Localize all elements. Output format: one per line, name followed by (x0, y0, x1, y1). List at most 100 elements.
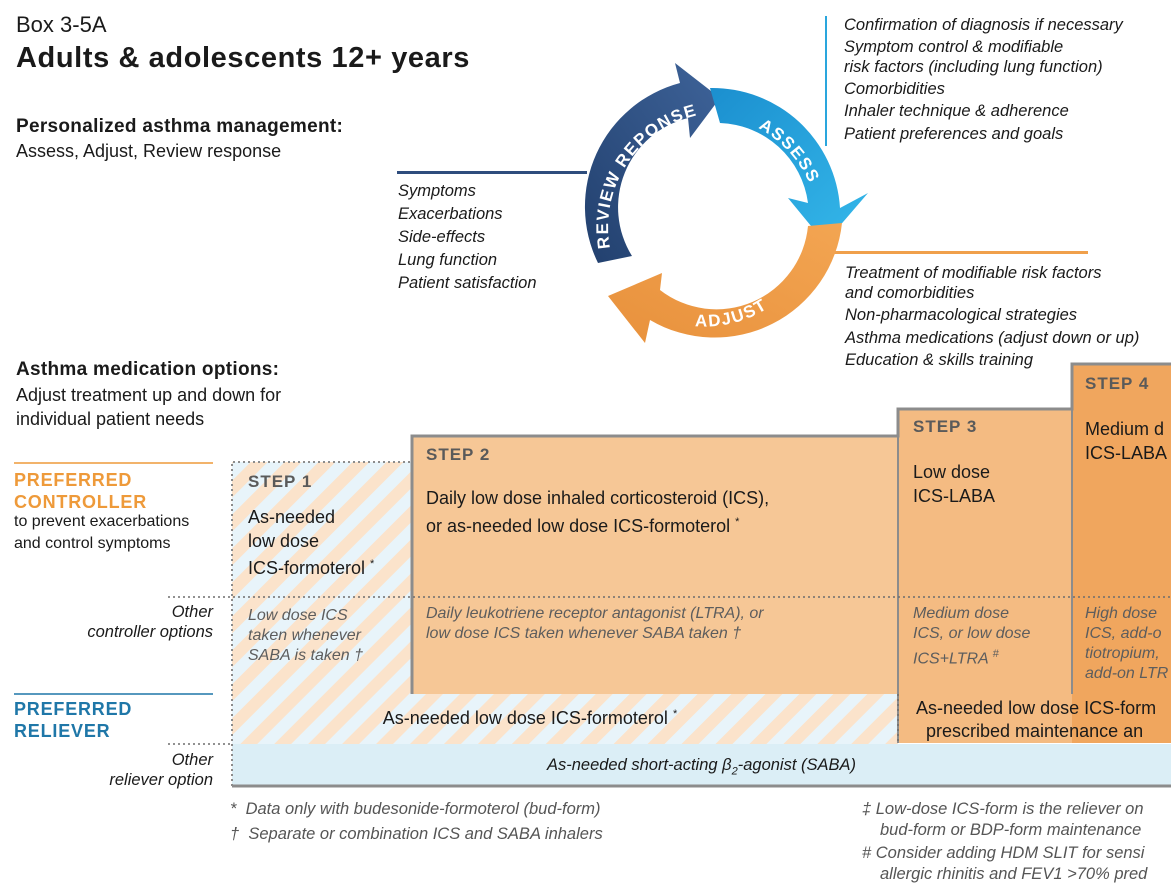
step-3-footnote-mark: # (992, 648, 999, 660)
preferred-controller-word-2: CONTROLLER (14, 492, 147, 512)
step-2-line: or as-needed low dose ICS-formoterol (426, 515, 731, 536)
controller-description: to prevent exacerbations and control sym… (14, 511, 189, 555)
footnotes-right: ‡ Low-dose ICS-form is the reliever on b… (860, 800, 1171, 890)
reliever-steps-3-4: As-needed low dose ICS-form prescribed m… (898, 694, 1171, 744)
saba-text-subscript: 2 (731, 765, 738, 778)
footnote-hash-line-1: # Consider adding HDM SLIT for sensi (862, 844, 1145, 862)
step-2-title: STEP 2 (426, 445, 491, 464)
saba-text-suffix: -agonist (SABA) (737, 756, 857, 774)
other-controller-line-2: controller options (87, 623, 213, 641)
saba-band (232, 744, 1171, 786)
preferred-controller-word-1: PREFERRED (14, 470, 133, 490)
step-2-line: Daily low dose inhaled corticosteroid (I… (426, 488, 770, 508)
management-subtitle: Assess, Adjust, Review response (16, 141, 282, 161)
assess-items: Confirmation of diagnosis if necessary S… (844, 14, 1123, 145)
preferred-reliever-word-2: RELIEVER (14, 721, 111, 741)
step-4-line: Medium d (1085, 419, 1165, 439)
review-item: Patient satisfaction (398, 274, 537, 292)
step-3-other-line: Medium dose (913, 605, 1010, 622)
review-item: Side-effects (398, 228, 486, 246)
other-reliever-saba: As-needed short-acting β2-agonist (SABA) (232, 756, 1171, 777)
step-2-other: Daily leukotriene receptor antagonist (L… (426, 604, 764, 644)
step-2-controller: Daily low dose inhaled corticosteroid (I… (426, 487, 769, 538)
footnote-ddagger-line-1: ‡ Low-dose ICS-form is the reliever on (862, 800, 1144, 818)
step-2-other-line: low dose ICS taken whenever SABA taken † (426, 625, 742, 642)
box-label: Box 3-5A (16, 12, 107, 37)
step-1-title: STEP 1 (248, 472, 313, 491)
steps-outline (410, 362, 1171, 694)
adjust-item: and comorbidities (845, 284, 975, 302)
controller-desc-line-2: and control symptoms (14, 535, 171, 552)
footnote-dagger: † Separate or combination ICS and SABA i… (230, 825, 603, 844)
adjust-arrow (608, 223, 842, 343)
step-4-content: STEP 4 Medium d ICS-LABA High dose ICS, … (1072, 364, 1171, 694)
adjust-item: Treatment of modifiable risk factors (845, 264, 1102, 282)
step-3-line: Low dose (913, 462, 991, 482)
step-3-other-line: ICS+LTRA (913, 650, 989, 668)
medication-subtitle-1: Adjust treatment up and down for (16, 385, 282, 405)
step-4-controller: Medium d ICS-LABA (1085, 418, 1167, 465)
step-4-other-line: ICS, add-o (1085, 625, 1162, 642)
step-1-block (232, 462, 412, 694)
footnote-star: * Data only with budesonide-formoterol (… (230, 800, 601, 819)
step-4-title: STEP 4 (1085, 374, 1150, 393)
step-1-line: low dose (248, 530, 320, 551)
reliever-steps-3-4-line-2: prescribed maintenance an (926, 721, 1144, 741)
step-4-line: ICS-LABA (1085, 442, 1168, 463)
adjust-item: Non-pharmacological strategies (845, 306, 1078, 324)
step-3-other: Medium dose ICS, or low dose ICS+LTRA # (913, 604, 1030, 669)
adjust-connector-line (830, 251, 1088, 254)
step-2-other-line: Daily leukotriene receptor antagonist (L… (426, 605, 764, 622)
medication-title: Asthma medication options: (16, 359, 280, 380)
other-reliever-label: Other reliever option (109, 750, 213, 790)
reliever-steps-1-2-text: As-needed low dose ICS-formoterol (382, 708, 668, 728)
management-title: Personalized asthma management: (16, 116, 344, 137)
step-1-controller: As-needed low dose ICS-formoterol * (248, 506, 374, 581)
step-3-other-line: ICS, or low dose (913, 625, 1031, 642)
other-controller-line-1: Other (171, 603, 213, 621)
preferred-reliever-label: PREFERRED RELIEVER (14, 698, 132, 742)
adjust-item: Asthma medications (adjust down or up) (845, 328, 1140, 347)
review-items: Symptoms Exacerbations Side-effects Lung… (398, 180, 537, 295)
step-1-line: As-needed (248, 507, 336, 527)
step-1-other-line: taken whenever (248, 627, 361, 644)
management-cycle-diagram: REVIEW REPONSE ASSESS ADJUST (584, 63, 868, 343)
step-1-other-line: SABA is taken † (248, 647, 364, 664)
footnote-star-mark: * (230, 800, 237, 818)
review-item: Lung function (398, 251, 498, 269)
assess-item: Comorbidities (844, 79, 945, 98)
footnote-dagger-mark: † (230, 825, 240, 843)
adjust-item: Education & skills training (845, 351, 1034, 369)
footnote-ddagger-line-2: bud-form or BDP-form maintenance (880, 821, 1142, 839)
other-controller-label: Other controller options (87, 602, 213, 642)
review-item: Exacerbations (398, 205, 503, 223)
reliever-footnote-mark: * (672, 708, 678, 720)
step-4-other-line: High dose (1085, 605, 1158, 622)
other-reliever-line-1: Other (171, 751, 213, 769)
step-1-footnote-mark: * (370, 558, 375, 570)
assess-item: Patient preferences and goals (844, 124, 1064, 143)
assess-arrow (710, 87, 868, 243)
step-1-line: ICS-formoterol (248, 558, 366, 578)
step-1-other-line: Low dose ICS (248, 607, 348, 624)
step-2-footnote-mark: * (735, 515, 740, 528)
step-3-line: ICS-LABA (913, 485, 996, 506)
reliever-steps-1-2: As-needed low dose ICS-formoterol * (232, 708, 828, 729)
step-3-controller: Low dose ICS-LABA (913, 461, 995, 508)
other-reliever-line-2: reliever option (109, 771, 213, 789)
controller-desc-line-1: to prevent exacerbations (14, 513, 190, 530)
step-3-block (898, 409, 1072, 743)
step-3-title: STEP 3 (913, 417, 978, 436)
footnote-dagger-text: Separate or combination ICS and SABA inh… (248, 825, 603, 843)
assess-item: Inhaler technique & adherence (844, 102, 1069, 120)
assess-item: risk factors (including lung function) (844, 57, 1103, 76)
preferred-reliever-word-1: PREFERRED (14, 699, 133, 719)
review-item: Symptoms (398, 182, 476, 200)
assess-connector-line (825, 16, 827, 146)
preferred-controller-label: PREFERRED CONTROLLER (14, 469, 147, 513)
review-arrow (584, 63, 720, 263)
step-1-other: Low dose ICS taken whenever SABA is take… (248, 606, 363, 666)
adjust-items: Treatment of modifiable risk factors and… (845, 263, 1139, 372)
footnote-hash-line-2: allergic rhinitis and FEV1 >70% pred (880, 865, 1148, 883)
